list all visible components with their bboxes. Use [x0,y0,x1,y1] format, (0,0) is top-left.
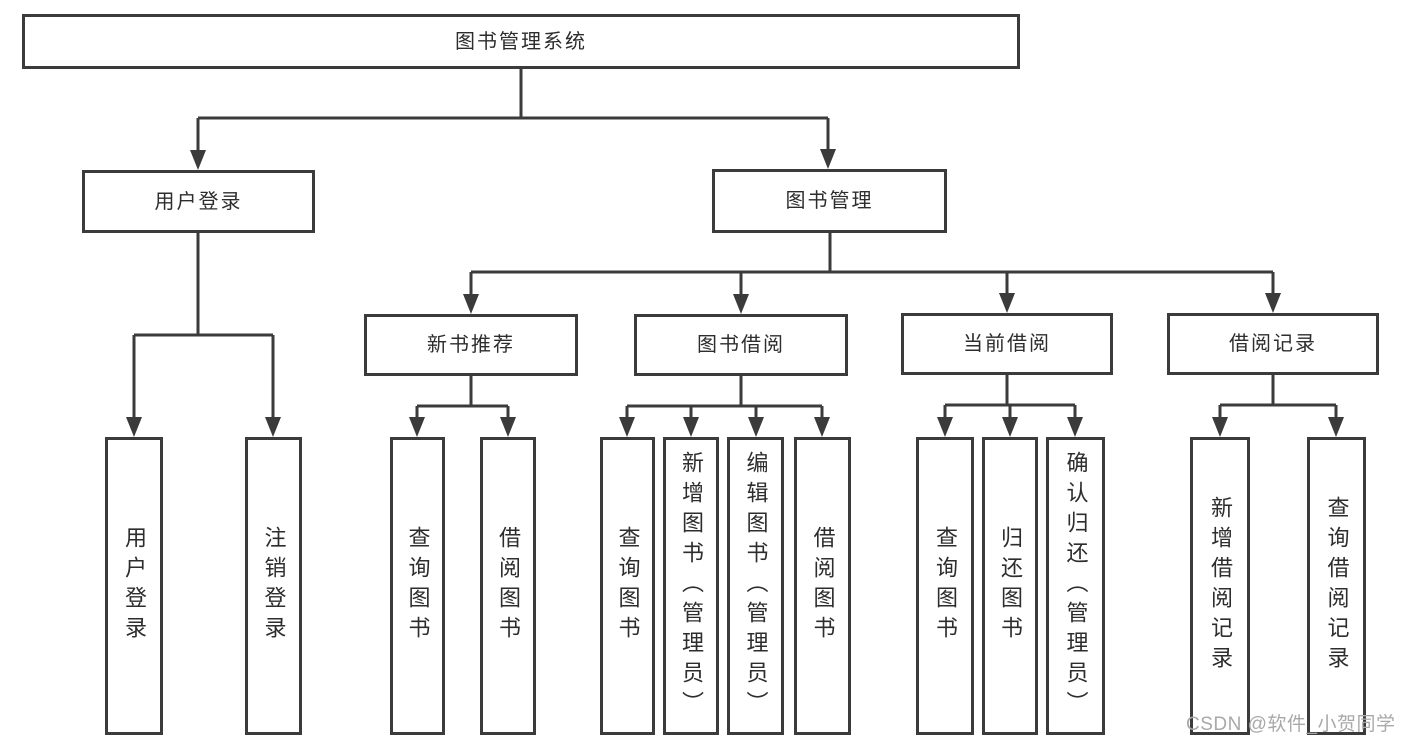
node-label-leaf-query-record: 查询借阅记录 [1324,496,1350,676]
node-label-user-login: 用户登录 [154,190,243,213]
node-label-leaf-confirm-return: 确认归还（管理员） [1063,451,1089,721]
arrowhead-icon [1328,417,1344,437]
node-root: 图书管理系统 [22,14,1020,69]
arrowhead-icon [1265,293,1281,313]
node-leaf-add-record: 新增借阅记录 [1190,437,1250,735]
node-label-new-book-recommend: 新书推荐 [427,334,515,356]
node-label-leaf-return-book: 归还图书 [998,526,1023,646]
node-leaf-logout: 注销登录 [245,437,302,735]
node-label-book-borrowing: 图书借阅 [697,334,785,356]
node-current-borrowing: 当前借阅 [901,313,1113,375]
node-label-leaf-user-login: 用户登录 [122,526,147,646]
arrowhead-icon [126,417,142,437]
arrowhead-icon [999,293,1015,313]
arrowhead-icon [1002,417,1018,437]
arrowhead-icon [619,417,635,437]
arrowhead-icon [814,417,830,437]
watermark-text: CSDN @软件_小贺同学 [1186,714,1396,735]
arrowhead-icon [500,417,516,437]
node-leaf-return-book: 归还图书 [982,437,1038,735]
node-label-leaf-borrow-book-1: 借阅图书 [496,526,521,646]
node-leaf-user-login: 用户登录 [105,437,163,735]
node-leaf-add-book: 新增图书（管理员） [663,437,719,735]
node-label-book-management: 图书管理 [785,190,874,212]
node-label-borrow-records: 借阅记录 [1229,333,1317,355]
arrowhead-icon [820,149,836,169]
node-book-management: 图书管理 [712,169,947,233]
node-leaf-query-record: 查询借阅记录 [1307,437,1366,735]
node-label-leaf-logout: 注销登录 [261,526,287,646]
node-leaf-confirm-return: 确认归还（管理员） [1046,437,1105,735]
arrowhead-icon [937,417,953,437]
arrowhead-icon [190,150,206,170]
arrowhead-icon [1067,417,1083,437]
arrowhead-icon [409,417,425,437]
node-user-login: 用户登录 [82,170,315,233]
arrowhead-icon [265,417,281,437]
arrowhead-icon [733,294,749,314]
node-label-leaf-add-record: 新增借阅记录 [1208,496,1233,676]
node-new-book-recommend: 新书推荐 [364,314,578,376]
node-label-current-borrowing: 当前借阅 [963,333,1051,355]
node-leaf-borrow-book-2: 借阅图书 [794,437,851,735]
node-leaf-query-book-2: 查询图书 [600,437,655,735]
node-leaf-query-book-3: 查询图书 [916,437,974,735]
arrowhead-icon [748,417,764,437]
node-leaf-query-book-1: 查询图书 [390,437,445,735]
arrowhead-icon [683,417,699,437]
arrowhead-icon [1212,417,1228,437]
arrowhead-icon [463,294,479,314]
node-leaf-edit-book: 编辑图书（管理员） [727,437,784,735]
node-label-leaf-query-book-3: 查询图书 [933,526,958,646]
node-label-leaf-query-book-2: 查询图书 [615,526,641,646]
node-label-root: 图书管理系统 [455,30,587,53]
node-leaf-borrow-book-1: 借阅图书 [480,437,536,735]
node-label-leaf-edit-book: 编辑图书（管理员） [743,451,769,721]
node-label-leaf-add-book: 新增图书（管理员） [679,451,704,721]
node-book-borrowing: 图书借阅 [634,314,848,376]
node-label-leaf-borrow-book-2: 借阅图书 [810,526,836,646]
node-label-leaf-query-book-1: 查询图书 [405,526,431,646]
node-borrow-records: 借阅记录 [1167,313,1379,375]
